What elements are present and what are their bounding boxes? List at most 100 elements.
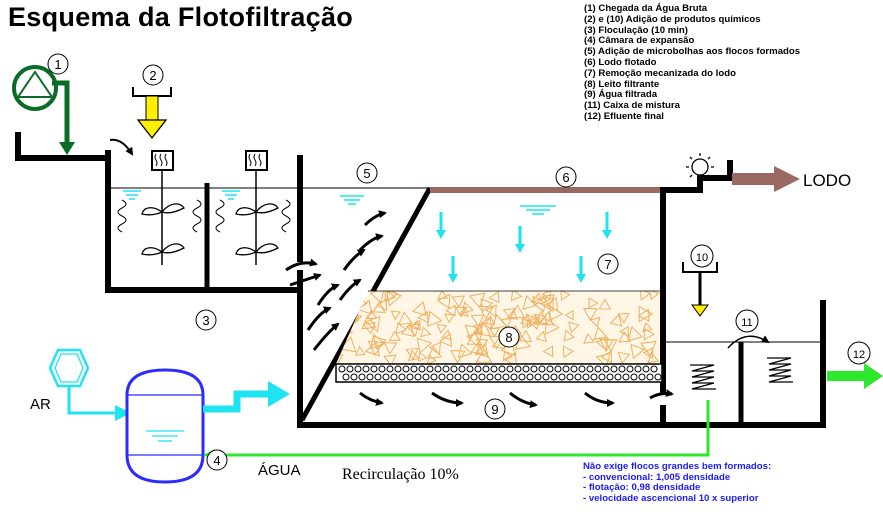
filter-media-grain [388,330,401,342]
gravel-grain [450,365,458,373]
filter-media-grain [407,349,420,362]
note-line: Não exige flocos grandes bem formados: [583,461,772,472]
filter-media-grain [436,323,448,334]
diagram-title: Esquema da Flotofiltração [8,2,354,32]
filter-media-grain [461,301,474,315]
filter-media-grain [480,316,492,330]
gravel-grain [638,373,646,381]
sun-icon [686,153,714,181]
filter-media-grain [531,296,547,313]
filter-media-grain [593,326,608,340]
filter-media-grain [357,299,373,315]
expansion-chamber [125,368,205,484]
gravel-grain [538,365,546,373]
flow-arrow [289,273,322,287]
gravel-grain [598,373,606,381]
filter-media-grain [395,322,408,335]
marker-6-label: 6 [562,170,569,185]
gravel-grain [542,373,550,381]
marker-12-label: 12 [853,349,865,361]
gravel-grain [502,373,510,381]
filter-media-grain [412,301,427,317]
flow-arrow [359,391,384,406]
flow-arrow [358,233,384,252]
gravel-grain [346,365,354,373]
filter-media-grain [397,311,413,325]
filter-media-grain [376,298,388,311]
gravel-grain [462,373,470,381]
legend-item: (9) Água filtrada [584,89,658,101]
gravel-grain [410,365,418,373]
down-arrow-head [436,230,446,239]
marker-10-label: 10 [696,252,708,264]
sludge-label: LODO [803,171,851,190]
gravel-grain [622,373,630,381]
flotofilter-tank-wall [297,290,666,428]
filter-media-grain [617,312,630,324]
gravel-grain [586,365,594,373]
legend-item: (12) Efluente final [584,110,664,122]
filter-media-grain [436,293,451,309]
marker-10: 10 [690,244,714,268]
filter-media-grain [609,314,623,327]
filter-media-grain [542,345,554,358]
filter-media-grain [417,310,429,324]
hopper-icon [132,87,172,140]
filter-media-grain [420,326,432,338]
flocculation-tank-wall [105,150,303,293]
gravel-grain [402,365,410,373]
recirculation-label: Recirculação 10% [342,466,459,483]
filter-media-grain [457,343,473,359]
gravel-grain [374,373,382,381]
gravel-grain [582,373,590,381]
flow-arrow [363,210,387,227]
marker-3: 3 [195,309,217,331]
gravel-grain [482,365,490,373]
filter-media-grain [474,321,491,337]
gravel-grain [478,373,486,381]
flow-arrow [109,138,134,156]
filter-media-grain [619,325,629,337]
gravel-grain [366,373,374,381]
filter-media-grain [444,313,455,324]
filter-media-grain [366,309,378,320]
filter-media-grain [647,351,660,364]
gravel-grain [342,373,350,381]
gravel-grain [442,365,450,373]
flow-arrow [342,248,366,271]
gravel-grain [558,373,566,381]
gravel-grain [454,373,462,381]
filter-media-grain [372,300,386,313]
mixing-coil [767,357,793,383]
gravel-grain [610,365,618,373]
legend: (1) Chegada da Água Bruta (2) e (10) Adi… [584,3,800,123]
sludge-discharge-arrow [732,166,800,192]
filter-media-grain [535,330,547,342]
filter-media-grain [630,343,646,360]
filter-media-grain [478,305,495,320]
legend-item: (8) Leito filtrante [584,78,660,90]
gravel-grain [422,373,430,381]
flow-arrow [306,306,332,331]
air-line [67,386,118,415]
filter-media-grain [638,305,653,323]
note-line: - convencional: 1,005 densidade [583,471,731,483]
filter-media-grain [416,337,433,354]
air-arrow [115,405,131,421]
filter-media-grain [627,326,643,342]
filter-media-grain [445,304,456,317]
marker-5: 5 [356,162,378,184]
flow-arrows [285,210,674,409]
down-arrow-head [448,274,458,283]
filter-media-grain [595,352,611,364]
filter-media-grain [361,314,377,330]
gravel-grain [654,373,662,381]
filter-media-grain [617,351,631,364]
filter-media-grain [506,309,518,320]
filter-media-grain [454,306,468,318]
filter-media-grain [438,332,453,347]
gravel-grain [490,365,498,373]
filter-media-grain [549,305,564,322]
gravel-grain [578,365,586,373]
